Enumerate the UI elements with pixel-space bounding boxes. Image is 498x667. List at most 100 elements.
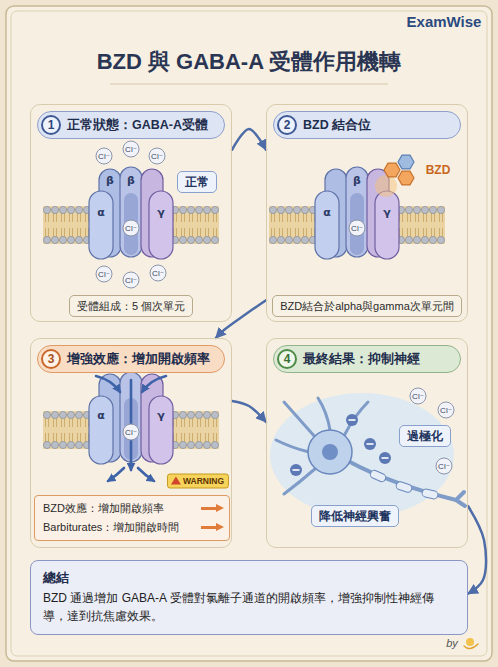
myelin-sheath <box>421 488 438 500</box>
chloride-ion: Cl⁻ <box>436 458 453 475</box>
step-number: 1 <box>41 115 61 135</box>
dendrite <box>318 398 330 430</box>
step-title: 增強效應：增加開啟頻率 <box>67 350 210 368</box>
chloride-ion: Cl⁻ <box>438 402 455 419</box>
minus-symbol <box>382 457 389 459</box>
charge-dot <box>364 438 376 450</box>
panel-header: 4 最終結果：抑制神經 <box>273 345 461 373</box>
bzd-molecule <box>384 155 414 185</box>
chloride-ion: Cl⁻ <box>123 141 140 158</box>
subunit-letter: β <box>127 175 135 187</box>
dendrite <box>284 402 316 438</box>
state-label: 過極化 <box>407 428 443 444</box>
subunit-letter: β <box>106 175 114 187</box>
step-arrow <box>468 506 486 594</box>
step-arrow <box>232 401 266 422</box>
dendrites <box>276 398 368 494</box>
flow-arrow <box>142 376 166 392</box>
subunit-letter: γ <box>157 410 165 422</box>
chloride-ion: Cl⁻ <box>410 388 427 405</box>
receptor-bzd <box>269 167 445 259</box>
myelin-sheath <box>369 469 387 483</box>
warning-tag: WARNING <box>167 474 229 489</box>
subunit-letter: γ <box>383 207 391 219</box>
comparison-row: Barbiturates：增加開啟時間 <box>35 518 229 537</box>
step-panel: 1 正常狀態：GABA-A受體正常受體組成：5 個次單元 <box>30 104 232 322</box>
minus-symbol <box>367 443 374 445</box>
panel-header: 3 增強效應：增加開啟頻率 <box>37 345 225 373</box>
title-rule <box>110 83 388 84</box>
receptor-normal <box>43 167 219 259</box>
chloride-ion: Cl⁻ <box>96 148 113 165</box>
caption-text: BZD結合於alpha與gamma次單元間 <box>280 299 454 313</box>
myelin-sheath <box>395 481 413 494</box>
subunit-letter: α <box>97 207 105 219</box>
negative-charges <box>290 414 391 476</box>
step-title: 正常狀態：GABA-A受體 <box>67 116 208 134</box>
charge-dot <box>346 414 358 426</box>
inhibition-glow <box>270 393 454 517</box>
minus-symbol <box>349 419 356 421</box>
step-panel: 4 最終結果：抑制神經過極化降低神經興奮 <box>266 338 468 548</box>
molecule-ring <box>398 171 414 185</box>
flow-arrow <box>108 468 124 481</box>
page-frame <box>6 6 492 661</box>
credit-icon <box>464 638 478 649</box>
brand-name: ExamWise <box>407 13 482 30</box>
panel-header: 1 正常狀態：GABA-A受體 <box>37 111 225 139</box>
subunit-letter: β <box>353 175 361 187</box>
state-tag: 降低神經興奮 <box>311 505 399 527</box>
sun-dot <box>466 638 474 646</box>
step-title: BZD 結合位 <box>303 116 371 134</box>
step-arrow <box>232 129 266 150</box>
swirl <box>464 644 478 649</box>
step-number: 4 <box>277 349 297 369</box>
caption-box: BZD結合於alpha與gamma次單元間 <box>272 295 462 317</box>
step-arrow <box>216 300 266 338</box>
drug-label: BZD <box>426 163 451 177</box>
nucleus <box>322 444 338 460</box>
subunit-letter: γ <box>157 207 165 219</box>
step-number: 3 <box>41 349 61 369</box>
chloride-ion: Cl⁻ <box>96 266 113 283</box>
step-number: 2 <box>277 115 297 135</box>
chloride-ion: Cl⁻ <box>123 424 140 441</box>
chloride-ion: Cl⁻ <box>149 148 166 165</box>
state-label: 正常 <box>185 174 209 190</box>
charge-dot <box>290 464 302 476</box>
summary-text: BZD 通過增加 GABA-A 受體對氯離子通道的開啟頻率，增強抑制性神經傳導，… <box>43 589 455 625</box>
binding-site-glow <box>375 175 397 197</box>
state-tag: 過極化 <box>399 425 451 447</box>
dendrite <box>276 440 309 452</box>
step-panel: 3 增強效應：增加開啟頻率 BZD效應：增加開啟頻率Barbiturates：增加開… <box>30 338 232 548</box>
summary-heading: 總結 <box>43 569 455 586</box>
chloride-ion: Cl⁻ <box>123 272 140 289</box>
neuron-soma <box>308 430 352 474</box>
charge-dot <box>379 452 391 464</box>
dendrite <box>344 402 368 436</box>
caption-box: 受體組成：5 個次單元 <box>69 295 193 317</box>
molecule-ring <box>384 163 400 177</box>
chloride-flow <box>96 376 166 481</box>
comparison-box: BZD效應：增加開啟頻率Barbiturates：增加開啟時間 <box>34 495 230 541</box>
chloride-ion: Cl⁻ <box>150 265 167 282</box>
caption-text: 受體組成：5 個次單元 <box>77 299 185 313</box>
molecule-ring <box>398 155 414 169</box>
page-title: BZD 與 GABA-A 受體作用機轉 <box>0 48 498 76</box>
subunit-letter: α <box>323 207 331 219</box>
inner-frame <box>11 11 487 656</box>
chloride-ion: Cl⁻ <box>123 220 140 237</box>
flow-arrow <box>138 468 154 481</box>
panel-header: 2 BZD 結合位 <box>273 111 461 139</box>
state-tag: 正常 <box>177 171 217 193</box>
state-label: 降低神經興奮 <box>319 508 391 524</box>
subunit-letter: α <box>97 410 105 422</box>
step-panel: 2 BZD 結合位 BZD結合於alpha與gamma次單元間 <box>266 104 468 322</box>
step-title: 最終結果：抑制神經 <box>303 350 420 368</box>
summary-box: 總結 BZD 通過增加 GABA-A 受體對氯離子通道的開啟頻率，增強抑制性神經傳… <box>30 560 468 635</box>
flow-arrow <box>96 376 120 392</box>
comparison-row: BZD效應：增加開啟頻率 <box>35 499 229 518</box>
minus-symbol <box>293 469 300 471</box>
